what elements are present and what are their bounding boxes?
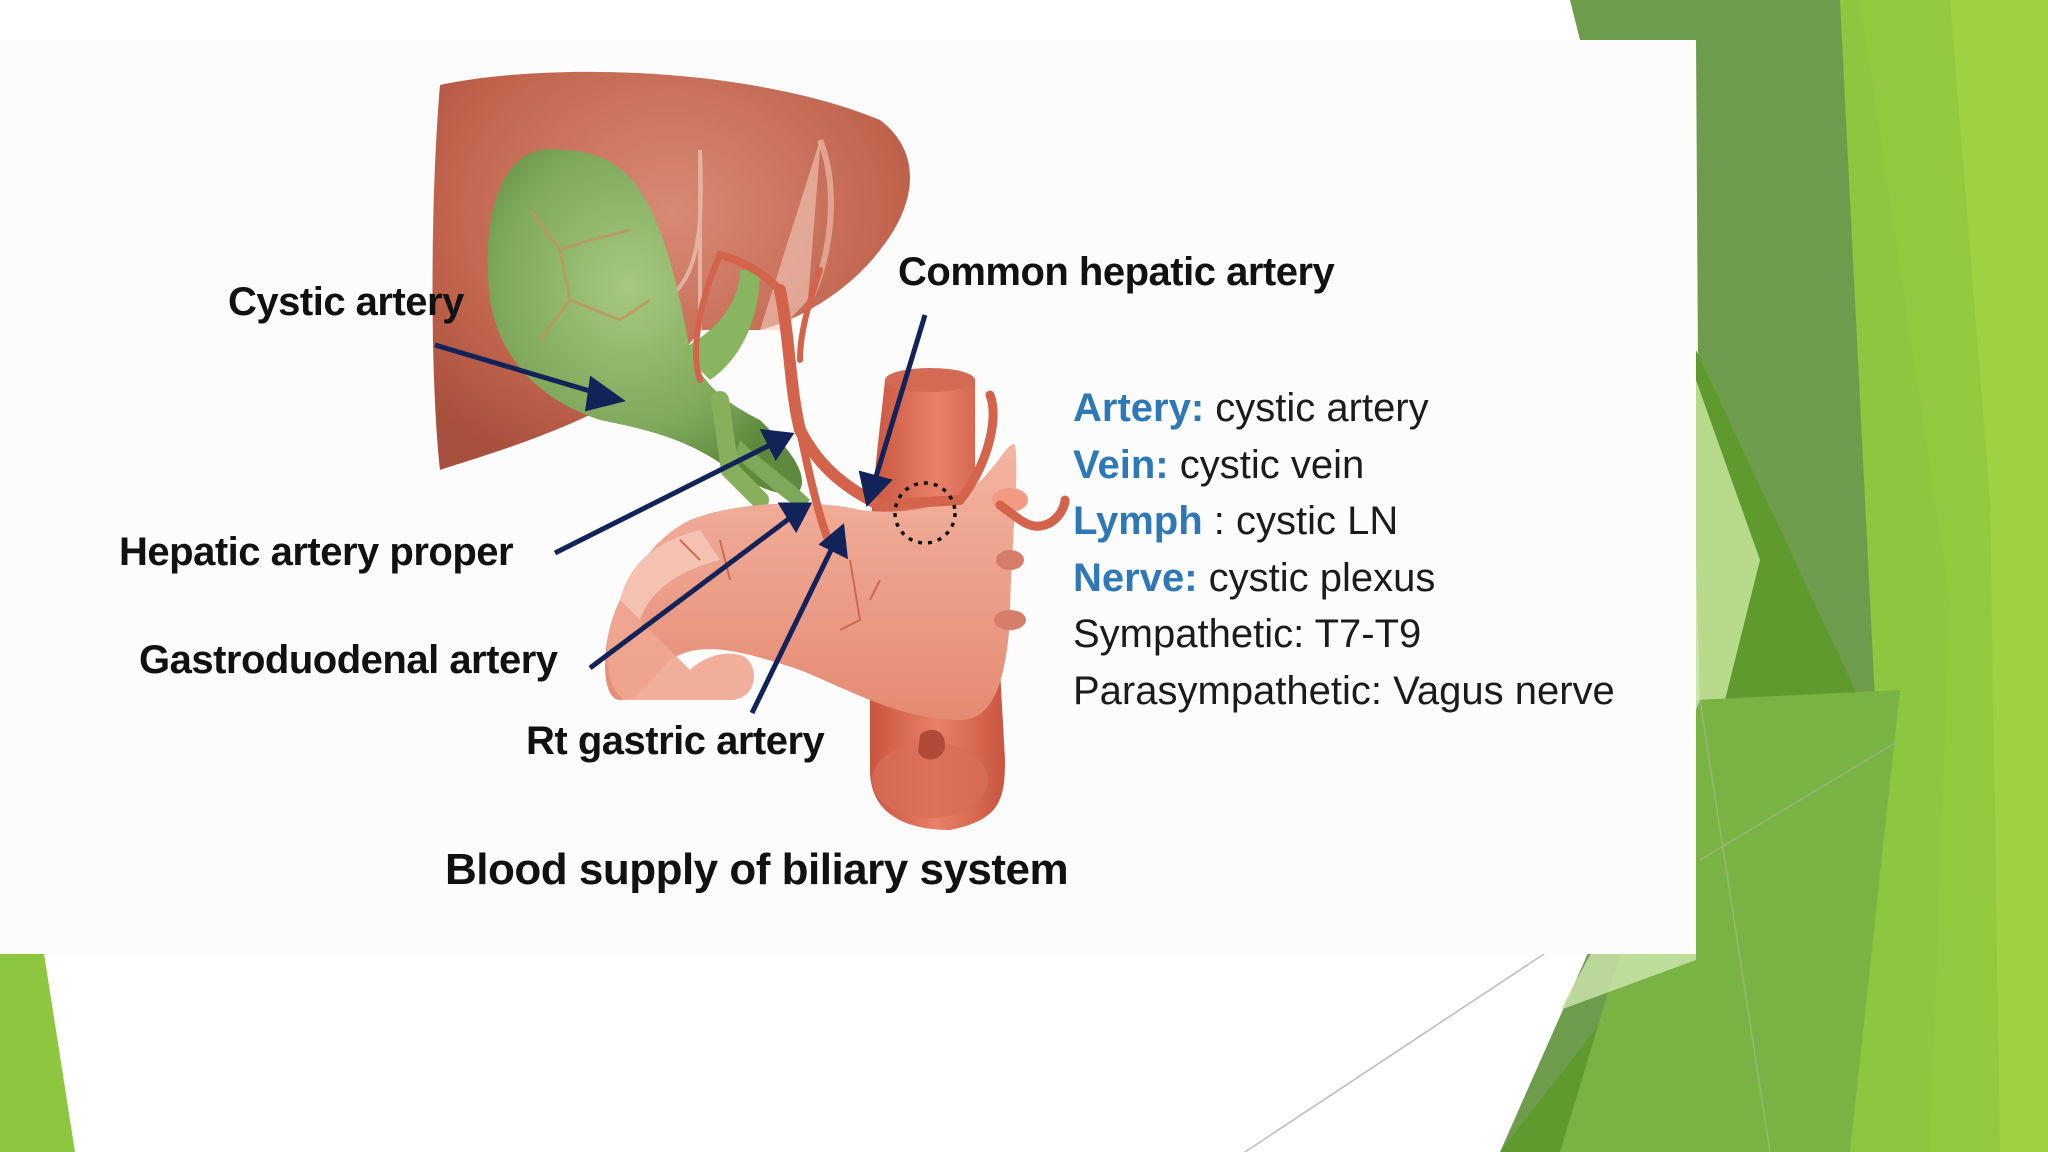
info-key: Nerve:	[1073, 555, 1198, 600]
label-cystic-artery: Cystic artery	[228, 280, 464, 324]
info-row-parasympathetic: Parasympathetic: Vagus nerve	[1073, 663, 1673, 720]
info-value: : cystic LN	[1202, 499, 1399, 543]
info-value: cystic artery	[1204, 386, 1429, 430]
label-gastroduodenal-artery: Gastroduodenal artery	[139, 638, 558, 682]
info-row-vein: Vein: cystic vein	[1073, 437, 1673, 494]
info-row-sympathetic: Sympathetic: T7-T9	[1073, 606, 1673, 663]
info-row-lymph: Lymph : cystic LN	[1073, 493, 1673, 550]
info-key: Lymph	[1073, 499, 1203, 543]
info-row-artery: Artery: cystic artery	[1073, 380, 1673, 437]
label-hepatic-artery-proper: Hepatic artery proper	[119, 530, 514, 574]
label-common-hepatic-artery: Common hepatic artery	[898, 250, 1335, 294]
leader-arrows	[434, 314, 928, 715]
figure-caption: Blood supply of biliary system	[445, 845, 1069, 894]
gallbladder-illustration	[487, 149, 810, 510]
info-value: Sympathetic: T7-T9	[1073, 612, 1422, 656]
info-value: cystic vein	[1168, 442, 1365, 487]
info-value: cystic plexus	[1197, 555, 1436, 600]
info-block: Artery: cystic artery Vein: cystic vein …	[1073, 380, 1673, 719]
info-key: Vein:	[1073, 442, 1169, 487]
label-rt-gastric-artery: Rt gastric artery	[526, 719, 825, 763]
info-row-nerve: Nerve: cystic plexus	[1073, 550, 1673, 607]
info-value: Parasympathetic: Vagus nerve	[1073, 668, 1615, 713]
info-key: Artery:	[1073, 386, 1205, 430]
